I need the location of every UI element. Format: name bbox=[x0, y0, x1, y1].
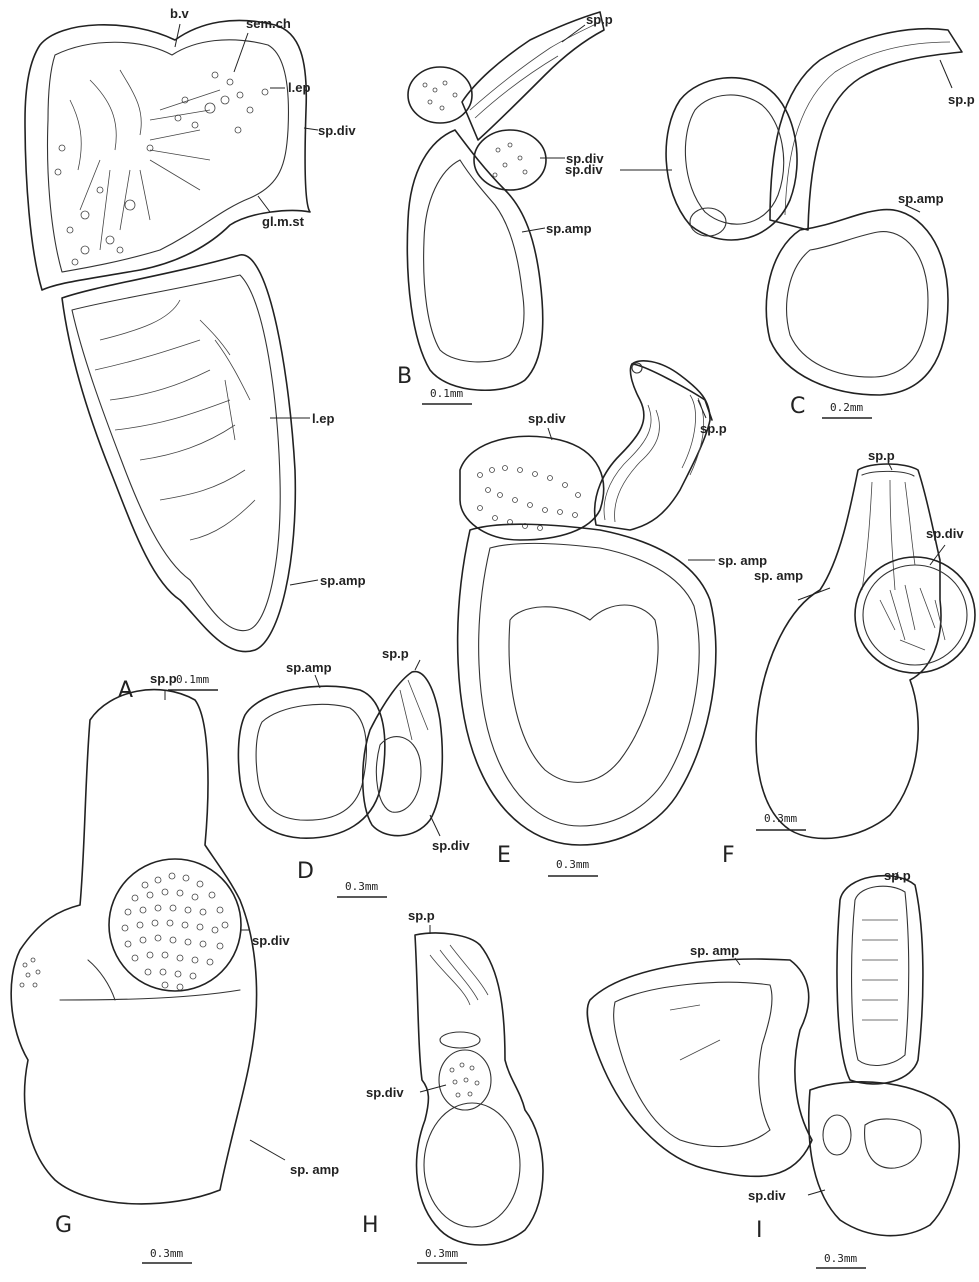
label-sp-div-c: sp.div bbox=[565, 162, 603, 177]
label-sem-ch: sem.ch bbox=[246, 16, 291, 31]
figure-b: sp.p sp.div sp.amp B 0.1mm bbox=[397, 12, 613, 404]
scale-label-h: 0.3mm bbox=[425, 1247, 458, 1260]
label-sp-amp-b: sp.amp bbox=[546, 221, 592, 236]
figure-f: sp.p sp.div sp. amp F 0.3mm bbox=[722, 448, 975, 868]
figure-h: sp.p sp.div H 0.3mm bbox=[362, 908, 543, 1263]
scale-label-f: 0.3mm bbox=[764, 812, 797, 825]
figure-e: sp.div sp.p sp. amp E 0.3mm bbox=[458, 361, 768, 876]
label-sp-amp-g: sp. amp bbox=[290, 1162, 339, 1177]
label-sp-amp-c: sp.amp bbox=[898, 191, 944, 206]
figure-i: sp. amp sp.p sp.div I 0.3mm bbox=[587, 868, 959, 1268]
label-sp-div-g: sp.div bbox=[252, 933, 290, 948]
scale-label-c: 0.2mm bbox=[830, 401, 863, 414]
figure-letter-e: E bbox=[497, 843, 511, 868]
label-sp-amp-i: sp. amp bbox=[690, 943, 739, 958]
label-sp-p-g: sp.p bbox=[150, 671, 177, 686]
label-sp-div-d: sp.div bbox=[432, 838, 470, 853]
label-bv: b.v bbox=[170, 6, 190, 21]
label-lep-upper: l.ep bbox=[288, 80, 310, 95]
figure-a: b.v sem.ch l.ep sp.div gl.m.st l.ep sp.a… bbox=[25, 6, 366, 703]
diverticulum-dots-e bbox=[478, 466, 581, 531]
scale-label-i: 0.3mm bbox=[824, 1252, 857, 1265]
label-sp-amp-e: sp. amp bbox=[718, 553, 767, 568]
figure-letter-f: F bbox=[722, 843, 735, 868]
label-sp-div-f: sp.div bbox=[926, 526, 964, 541]
scale-label-d: 0.3mm bbox=[345, 880, 378, 893]
diverticulum-dots-b bbox=[423, 81, 527, 177]
seminal-cells-a bbox=[55, 72, 268, 265]
figure-d: sp.amp sp.p sp.div D 0.3mm bbox=[238, 646, 470, 897]
figure-letter-d: D bbox=[297, 859, 314, 884]
diverticulum-dots-h bbox=[450, 1063, 479, 1097]
label-lep-lower: l.ep bbox=[312, 411, 334, 426]
label-gl-m-st: gl.m.st bbox=[262, 214, 305, 229]
scale-label-b: 0.1mm bbox=[430, 387, 463, 400]
figure-c: sp.p sp.div sp.amp C 0.2mm bbox=[565, 29, 975, 419]
label-sp-p-h: sp.p bbox=[408, 908, 435, 923]
label-sp-p-c: sp.p bbox=[948, 92, 975, 107]
label-sp-p-e: sp.p bbox=[700, 421, 727, 436]
figure-g: sp.p sp.div sp. amp G 0.3mm bbox=[11, 671, 339, 1263]
scale-label-e: 0.3mm bbox=[556, 858, 589, 871]
figure-letter-g: G bbox=[55, 1213, 72, 1238]
diverticulum-dots-g bbox=[20, 873, 228, 990]
label-sp-p-b: sp.p bbox=[586, 12, 613, 27]
label-sp-amp-d: sp.amp bbox=[286, 660, 332, 675]
label-sp-amp-a: sp.amp bbox=[320, 573, 366, 588]
figure-letter-b: B bbox=[397, 364, 412, 389]
figure-letter-a: A bbox=[118, 678, 133, 703]
scale-label-a: 0.1mm bbox=[176, 673, 209, 686]
label-sp-div-e: sp.div bbox=[528, 411, 566, 426]
figure-letter-h: H bbox=[362, 1213, 379, 1238]
label-sp-p-f: sp.p bbox=[868, 448, 895, 463]
figure-letter-c: C bbox=[790, 394, 805, 419]
label-sp-p-d: sp.p bbox=[382, 646, 409, 661]
label-sp-p-i: sp.p bbox=[884, 868, 911, 883]
label-sp-amp-f: sp. amp bbox=[754, 568, 803, 583]
label-sp-div-h: sp.div bbox=[366, 1085, 404, 1100]
figure-letter-i: I bbox=[756, 1218, 763, 1243]
label-sp-div-a: sp.div bbox=[318, 123, 356, 138]
scale-label-g: 0.3mm bbox=[150, 1247, 183, 1260]
label-sp-div-i: sp.div bbox=[748, 1188, 786, 1203]
